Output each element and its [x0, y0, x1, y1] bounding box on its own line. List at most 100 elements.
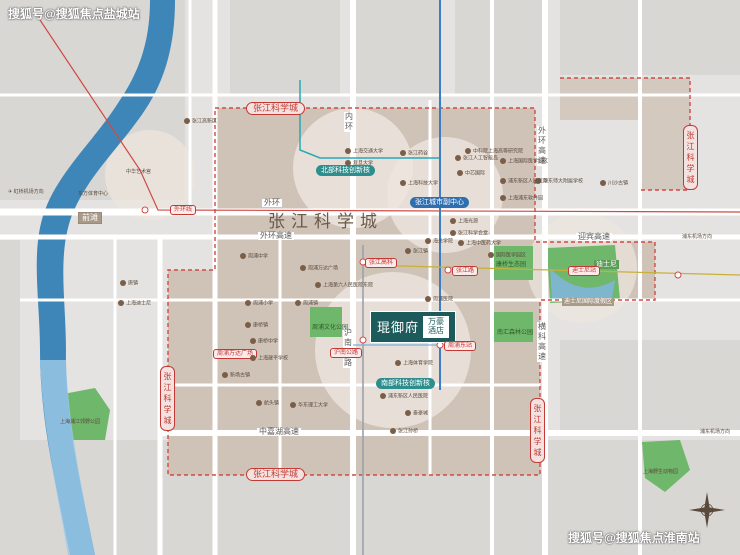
poi-dot-icon	[500, 178, 506, 184]
poi-label: 中科院上海高等研究院	[473, 148, 524, 155]
poi-dot-icon	[535, 178, 541, 184]
river-south-channel	[40, 360, 95, 555]
poi-label: 张江人工智能岛	[463, 155, 499, 162]
city-center-label: 张江城市副中心	[410, 197, 469, 208]
hongqiao-direction: ✈ 虹桥机场方向	[8, 189, 44, 195]
district-border-label-right: 张江科学城	[530, 398, 545, 463]
poi-dot-icon	[345, 160, 351, 166]
poi-dot-icon	[250, 338, 256, 344]
poi-dot-icon	[465, 148, 471, 154]
poi-dot-icon	[488, 252, 494, 258]
eco-park-1-area	[493, 246, 533, 280]
poi-item: 上海科技大学	[400, 180, 438, 186]
poi-dot-icon	[425, 238, 431, 244]
poi-item: 周浦万达广场	[300, 265, 338, 271]
district-border-label-bottom: 张江科学城	[246, 468, 306, 481]
poi-label: 上海浦东软件园	[508, 195, 544, 202]
station-s4: 迪士尼站	[568, 266, 601, 276]
poi-dot-icon	[457, 170, 463, 176]
district-border-label-east: 张江科学城	[683, 125, 698, 190]
poi-dot-icon	[315, 282, 321, 288]
poi-label: 张江药谷	[408, 150, 429, 157]
poi-label: 张江孙桥	[398, 428, 419, 435]
poi-item: 上海交通大学	[345, 148, 383, 154]
poi-item: 华东理工大学	[290, 402, 328, 408]
park-1-label: 上海浦江郊野公园	[60, 419, 101, 425]
poi-item: 华东师大附属学校	[535, 178, 583, 184]
poi-dot-icon	[184, 118, 190, 124]
project-marker[interactable]: 琨御府 万豪酒店	[370, 311, 457, 343]
poi-label: 唐镇	[128, 280, 139, 287]
poi-item: 周浦中学	[240, 253, 268, 259]
airplane-icon: ✈	[8, 189, 14, 195]
poi-dot-icon	[500, 158, 506, 164]
poi-label: 上海迪士尼	[126, 300, 152, 307]
poi-item: 浦东新区人民医院	[380, 393, 428, 399]
poi-dot-icon	[120, 280, 126, 286]
dongfang-label: 东方体育中心	[78, 191, 109, 197]
watermark-bottom: 搜狐号@搜狐焦点淮南站	[568, 531, 700, 545]
poi-dot-icon	[256, 400, 262, 406]
district-title: 张江科学城	[268, 212, 383, 231]
poi-label: 国际医学园区	[496, 252, 527, 259]
road-outer-top: 外环	[262, 198, 282, 207]
culture-center-label: 中华艺术宫	[126, 169, 152, 175]
poi-item: 张江药谷	[400, 150, 428, 156]
eco-park-3-label: 周浦文化公园	[312, 325, 349, 331]
poi-label: 航头镇	[264, 400, 280, 407]
poi-item: 新场古镇	[222, 372, 250, 378]
metro-line-teal	[299, 80, 440, 159]
poi-item: 中芯国际	[457, 170, 485, 176]
poi-item: 上海建平学校	[250, 355, 288, 361]
poi-dot-icon	[250, 355, 256, 361]
poi-label: 周浦医院	[433, 296, 454, 303]
road-pudong-airport-2: 浦东机场方向	[700, 429, 731, 435]
station-s1: 外环线	[170, 205, 197, 215]
district-east-area	[560, 78, 690, 190]
poi-label: 新场古镇	[230, 372, 251, 379]
road-zhongjia: 中嘉湖高速	[257, 427, 301, 436]
poi-dot-icon	[240, 253, 246, 259]
park-2-area	[642, 440, 690, 492]
poi-label: 川沙古镇	[608, 180, 629, 187]
poi-item: 川沙古镇	[600, 180, 628, 186]
station-s7: 周浦万达广场	[213, 349, 258, 359]
project-name: 琨御府	[377, 320, 420, 336]
poi-item: 海关学院	[425, 238, 453, 244]
poi-dot-icon	[400, 180, 406, 186]
road-outer-ring: 外环高速	[258, 231, 294, 240]
poi-label: 周浦小学	[253, 300, 274, 307]
poi-label: 上海国际医学园区	[508, 158, 549, 165]
south-core-label: 南部科技创新核	[376, 378, 435, 389]
poi-dot-icon	[390, 428, 396, 434]
road-hengke: 横科高速	[537, 322, 547, 362]
poi-label: 周浦中学	[248, 253, 269, 260]
station-s5: 沪南公路	[330, 348, 363, 358]
metro-line-red	[39, 19, 740, 213]
park-2-label: 上海野生动物园	[643, 469, 679, 475]
disney-lake	[550, 268, 615, 300]
poi-label: 泰豪城	[413, 410, 429, 417]
poi-dot-icon	[290, 402, 296, 408]
poi-item: 张江高新区	[184, 118, 217, 124]
poi-item: 航头镇	[256, 400, 279, 406]
poi-item: 国际医学园区	[488, 252, 526, 258]
eco-park-1-label: 康桥生态园	[496, 262, 527, 268]
poi-item: 上海第六人民医院东院	[315, 282, 373, 288]
poi-label: 张江科学会堂	[458, 230, 489, 237]
poi-dot-icon	[380, 393, 386, 399]
poi-dot-icon	[295, 300, 301, 306]
poi-label: 浦东新区人民医院	[508, 178, 549, 185]
poi-dot-icon	[395, 360, 401, 366]
poi-label: 上海体育学院	[403, 360, 434, 367]
poi-item: 上海迪士尼	[118, 300, 151, 306]
eco-park-3-area	[310, 307, 342, 337]
qiantan-label: 前滩	[78, 212, 102, 224]
north-core-label: 北部科技创新核	[316, 165, 375, 176]
huangpu-river	[36, 0, 175, 555]
poi-dot-icon	[405, 410, 411, 416]
poi-label: 浦东新区人民医院	[388, 393, 429, 400]
poi-label: 华东师大附属学校	[543, 178, 584, 185]
poi-item: 周浦医院	[425, 296, 453, 302]
